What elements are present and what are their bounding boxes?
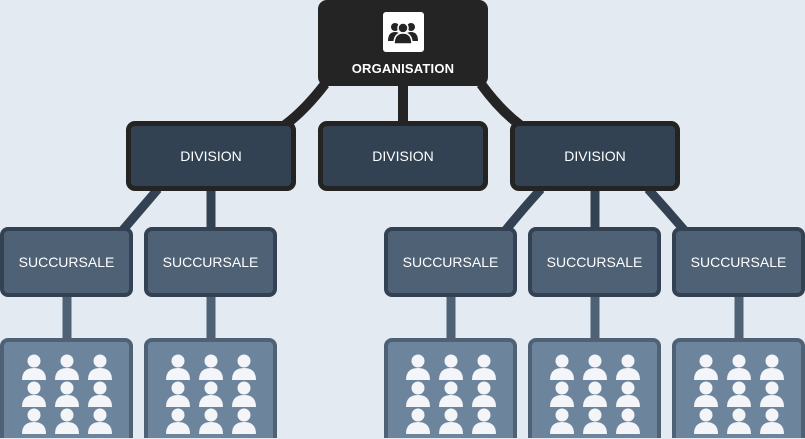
people-group-icon	[547, 353, 643, 434]
person-icon	[229, 407, 259, 434]
team-node-5[interactable]	[672, 338, 805, 438]
person-icon	[403, 407, 433, 434]
person-icon	[403, 353, 433, 380]
team-node-1[interactable]	[0, 338, 133, 438]
branch-label: SUCCURSALE	[402, 254, 499, 270]
person-icon	[757, 407, 787, 434]
branch-node-4[interactable]: SUCCURSALE	[528, 227, 661, 297]
person-icon	[196, 353, 226, 380]
person-icon	[52, 380, 82, 407]
person-icon	[757, 353, 787, 380]
person-icon	[613, 380, 643, 407]
division-node-1[interactable]: DIVISION	[126, 121, 296, 191]
team-node-4[interactable]	[528, 338, 661, 438]
person-icon	[691, 353, 721, 380]
person-icon	[724, 353, 754, 380]
connector-root-division-3	[476, 81, 524, 129]
person-icon	[724, 380, 754, 407]
people-group-icon	[403, 353, 499, 434]
person-icon	[85, 353, 115, 380]
person-icon	[52, 407, 82, 434]
person-icon	[436, 407, 466, 434]
person-icon	[547, 353, 577, 380]
person-icon	[196, 407, 226, 434]
person-icon	[724, 407, 754, 434]
person-icon	[469, 380, 499, 407]
group-icon	[382, 12, 424, 52]
division-label: DIVISION	[564, 148, 626, 164]
people-group-icon	[691, 353, 787, 434]
branch-node-5[interactable]: SUCCURSALE	[672, 227, 805, 297]
person-icon	[469, 353, 499, 380]
person-icon	[163, 407, 193, 434]
person-icon	[196, 380, 226, 407]
person-icon	[691, 407, 721, 434]
branch-label: SUCCURSALE	[690, 254, 787, 270]
people-group-icon	[163, 353, 259, 434]
person-icon	[757, 380, 787, 407]
person-icon	[403, 380, 433, 407]
person-icon	[436, 353, 466, 380]
connector-root-division-1	[281, 80, 329, 129]
person-icon	[19, 353, 49, 380]
connector-division-3-branch-5	[644, 185, 689, 234]
branch-node-1[interactable]: SUCCURSALE	[0, 227, 133, 297]
person-icon	[85, 380, 115, 407]
person-icon	[163, 380, 193, 407]
division-node-2[interactable]: DIVISION	[318, 121, 488, 191]
person-icon	[613, 353, 643, 380]
person-icon	[19, 380, 49, 407]
connector-division-1-branch-1	[118, 186, 162, 234]
person-icon	[163, 353, 193, 380]
person-icon	[547, 380, 577, 407]
person-icon	[547, 407, 577, 434]
division-label: DIVISION	[180, 148, 242, 164]
branch-node-3[interactable]: SUCCURSALE	[384, 227, 517, 297]
connector-division-3-branch-3	[501, 185, 545, 234]
person-icon	[613, 407, 643, 434]
organisation-node[interactable]: ORGANISATION	[318, 0, 488, 86]
person-icon	[580, 407, 610, 434]
person-icon	[19, 407, 49, 434]
person-icon	[436, 380, 466, 407]
person-icon	[580, 380, 610, 407]
person-icon	[229, 353, 259, 380]
person-icon	[469, 407, 499, 434]
person-icon	[85, 407, 115, 434]
team-node-3[interactable]	[384, 338, 517, 438]
division-label: DIVISION	[372, 148, 434, 164]
branch-node-2[interactable]: SUCCURSALE	[144, 227, 277, 297]
branch-label: SUCCURSALE	[162, 254, 259, 270]
branch-label: SUCCURSALE	[546, 254, 643, 270]
person-icon	[691, 380, 721, 407]
person-icon	[580, 353, 610, 380]
branch-label: SUCCURSALE	[18, 254, 115, 270]
person-icon	[229, 380, 259, 407]
team-node-2[interactable]	[144, 338, 277, 438]
organisation-label: ORGANISATION	[351, 61, 455, 76]
division-node-3[interactable]: DIVISION	[510, 121, 680, 191]
person-icon	[52, 353, 82, 380]
people-group-icon	[19, 353, 115, 434]
